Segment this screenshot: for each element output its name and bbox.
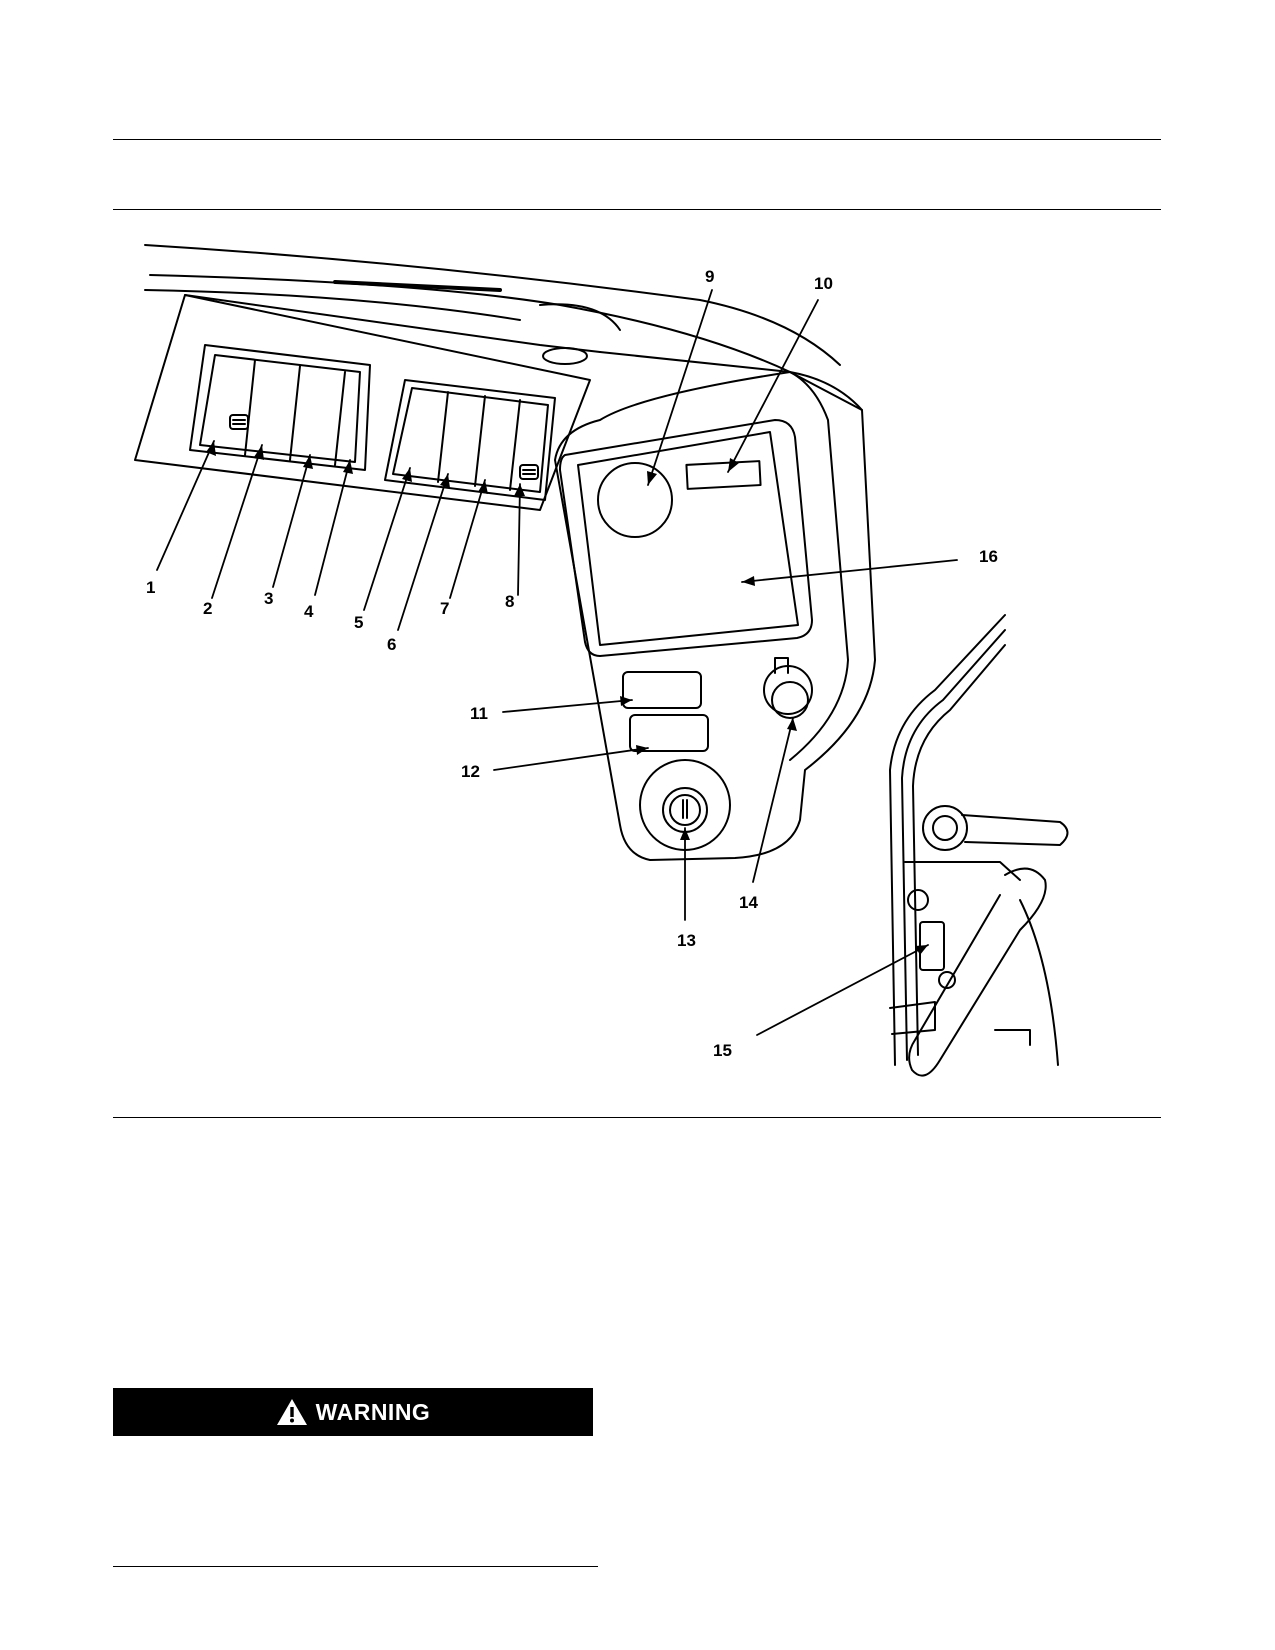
callout-labels: 1 2 3 4 5 6 7 8 9 10 11 12 13 14 15 16 — [146, 267, 998, 1060]
callout-6: 6 — [387, 635, 396, 654]
warning-label: WARNING — [315, 1398, 431, 1425]
callout-5: 5 — [354, 613, 363, 632]
callout-15: 15 — [713, 1041, 732, 1060]
callout-10: 10 — [814, 274, 833, 293]
callout-9: 9 — [705, 267, 714, 286]
top-rule — [113, 139, 1161, 140]
callout-11: 11 — [470, 704, 488, 723]
bottom-rule — [113, 1566, 598, 1567]
callout-2: 2 — [203, 599, 212, 618]
callout-1: 1 — [146, 578, 155, 597]
warning-banner: WARNING — [113, 1388, 593, 1436]
callout-7: 7 — [440, 599, 449, 618]
arrowheads — [206, 441, 928, 955]
figure-bottom-rule — [113, 1117, 1161, 1118]
cab-door-drawing — [889, 614, 1069, 1077]
callout-3: 3 — [264, 589, 273, 608]
callout-14: 14 — [739, 893, 758, 912]
callout-16: 16 — [979, 547, 998, 566]
figure-top-rule — [113, 209, 1161, 210]
callout-13: 13 — [677, 931, 696, 950]
callout-8: 8 — [505, 592, 514, 611]
overhead-console-drawing — [134, 244, 863, 511]
warning-triangle-icon — [276, 1399, 307, 1425]
instrument-pod-drawing — [554, 371, 876, 861]
callout-4: 4 — [304, 602, 314, 621]
callout-12: 12 — [461, 762, 480, 781]
control-panel-figure: 1 2 3 4 5 6 7 8 9 10 11 12 13 14 15 16 — [134, 244, 1069, 1077]
leader-lines — [156, 289, 958, 1036]
